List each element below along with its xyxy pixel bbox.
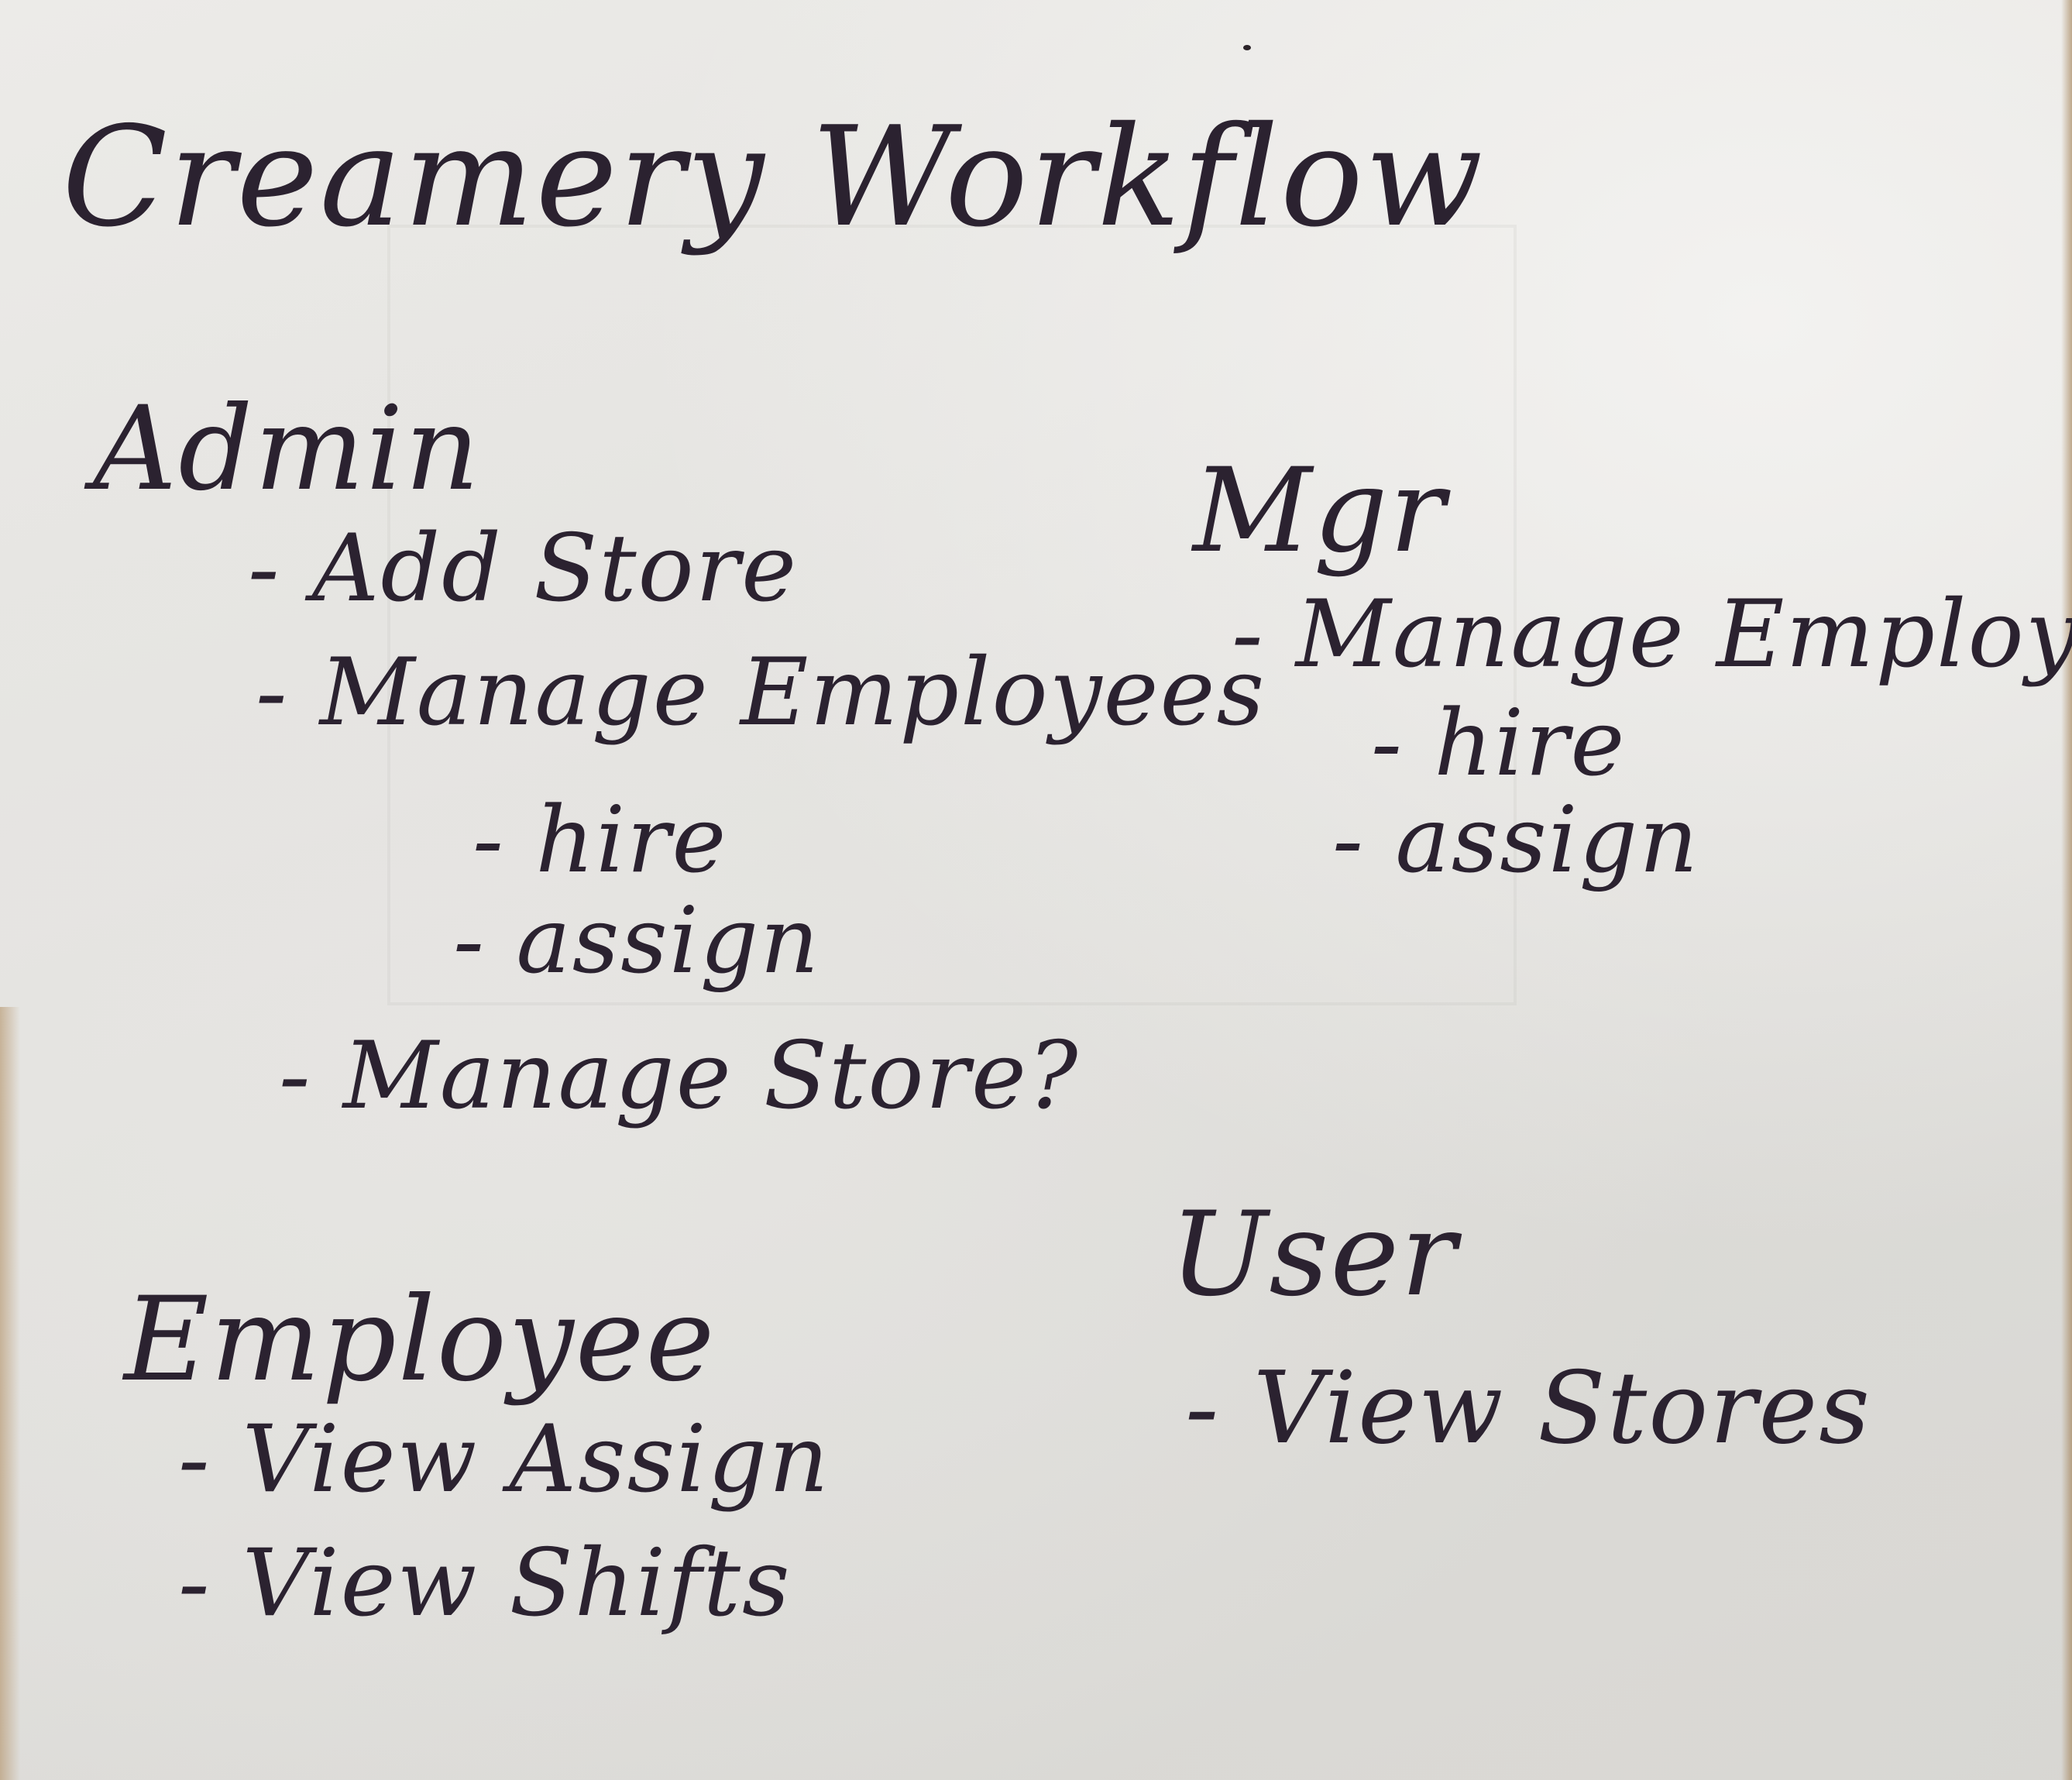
page-edge-right: [2061, 0, 2072, 1780]
mgr-subitem-assign: - assign: [1332, 786, 1700, 893]
admin-item-add-store: - Add Store: [248, 515, 799, 623]
admin-subitem-assign: - assign: [453, 887, 821, 994]
admin-subitem-hire: - hire: [472, 786, 728, 893]
employee-item-view-shifts: - View Shifts: [178, 1530, 792, 1637]
employee-item-view-assign: - View Assign: [178, 1406, 830, 1514]
admin-heading: Admin: [93, 382, 482, 517]
mgr-subitem-hire: - hire: [1371, 689, 1627, 796]
page-edge-left: [0, 1007, 20, 1780]
ink-dot: [1243, 45, 1251, 50]
employee-heading: Employee: [124, 1273, 716, 1407]
mgr-heading: Mgr: [1193, 444, 1447, 579]
user-heading: User: [1170, 1187, 1458, 1322]
mgr-item-manage-employees: - Manage Employees: [1232, 581, 2072, 689]
admin-item-manage-store: - Manage Store?: [279, 1022, 1080, 1130]
user-item-view-stores: - View Stores: [1185, 1351, 1871, 1466]
admin-item-manage-employees: - Manage Employees: [256, 639, 1266, 747]
page-title: Creamery Workflow: [62, 97, 1485, 257]
